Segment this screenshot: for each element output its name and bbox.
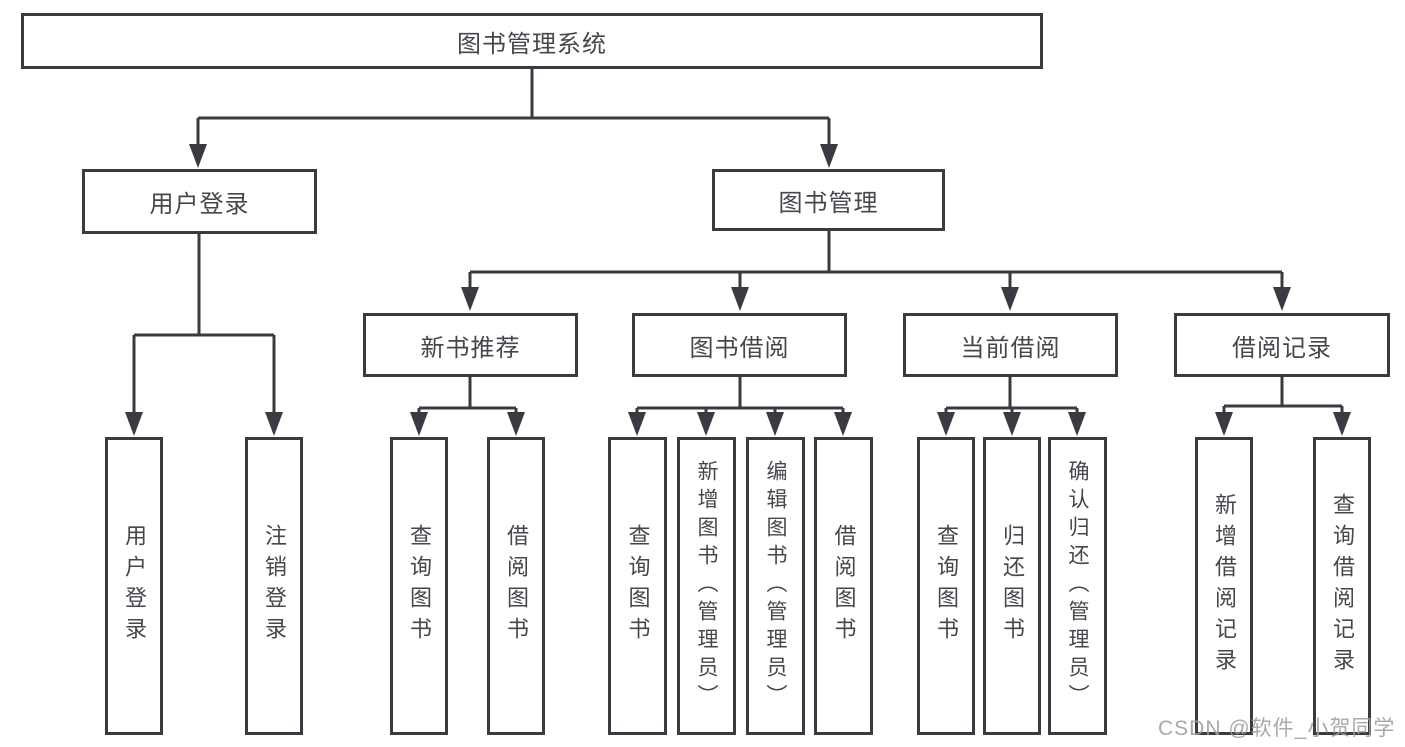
edge-book-management-to-level3 bbox=[461, 231, 1291, 311]
node-label: 编辑图书（管理员） bbox=[764, 460, 787, 712]
leaf-query-books-recommend: 查询图书 bbox=[390, 437, 448, 735]
arrowhead-icon bbox=[731, 287, 749, 311]
arrowhead-icon bbox=[1003, 412, 1021, 436]
arrowhead-icon bbox=[461, 287, 479, 311]
leaf-add-books-admin: 新增图书（管理员） bbox=[677, 437, 736, 735]
node-book-management: 图书管理 bbox=[712, 169, 945, 231]
node-label: 查询图书 bbox=[407, 524, 432, 648]
arrowhead-icon bbox=[937, 412, 955, 436]
arrowhead-icon bbox=[834, 412, 852, 436]
leaf-query-books-current: 查询图书 bbox=[917, 437, 975, 735]
edge-user-login-to-leaves bbox=[125, 234, 283, 436]
leaf-logout: 注销登录 bbox=[245, 437, 303, 735]
edge-book-borrow-to-leaves bbox=[628, 377, 852, 436]
arrowhead-icon bbox=[820, 144, 838, 168]
node-library-management-system: 图书管理系统 bbox=[21, 13, 1043, 69]
arrowhead-icon bbox=[507, 412, 525, 436]
edge-current-borrow-to-leaves bbox=[937, 377, 1086, 436]
node-label: 当前借阅 bbox=[960, 334, 1061, 362]
edge-borrow-records-to-leaves bbox=[1215, 377, 1351, 436]
arrowhead-icon bbox=[189, 144, 207, 168]
arrowhead-icon bbox=[1001, 287, 1019, 311]
node-current-borrowing: 当前借阅 bbox=[903, 313, 1118, 377]
csdn-watermark: CSDN @软件_小贺同学 bbox=[1158, 717, 1396, 740]
node-label: 新书推荐 bbox=[420, 334, 521, 362]
node-label: 归还图书 bbox=[1000, 524, 1025, 648]
arrowhead-icon bbox=[265, 412, 283, 436]
node-label: 图书管理 bbox=[778, 189, 879, 217]
leaf-borrow-books-recommend: 借阅图书 bbox=[487, 437, 545, 735]
leaf-confirm-return-admin: 确认归还（管理员） bbox=[1048, 437, 1107, 735]
node-label: 确认归还（管理员） bbox=[1066, 460, 1089, 712]
leaf-add-borrow-record: 新增借阅记录 bbox=[1195, 437, 1253, 735]
node-borrowing-records: 借阅记录 bbox=[1174, 313, 1390, 377]
node-label: 借阅记录 bbox=[1232, 334, 1332, 362]
arrowhead-icon bbox=[697, 412, 715, 436]
leaf-query-borrow-record: 查询借阅记录 bbox=[1313, 437, 1371, 735]
arrowhead-icon bbox=[1068, 412, 1086, 436]
edge-new-book-to-leaves bbox=[410, 377, 525, 436]
node-label: 用户登录 bbox=[122, 524, 147, 648]
node-label: 查询借阅记录 bbox=[1330, 493, 1355, 679]
edge-root-to-level2 bbox=[189, 69, 838, 168]
node-label: 新增借阅记录 bbox=[1212, 493, 1237, 679]
node-label: 图书管理系统 bbox=[457, 30, 607, 58]
leaf-query-books-borrow: 查询图书 bbox=[608, 437, 667, 735]
node-user-login: 用户登录 bbox=[82, 169, 317, 234]
node-label: 新增图书（管理员） bbox=[695, 460, 718, 712]
node-new-book-recommendation: 新书推荐 bbox=[363, 313, 578, 377]
leaf-return-books: 归还图书 bbox=[983, 437, 1041, 735]
node-label: 查询图书 bbox=[934, 524, 959, 648]
arrowhead-icon bbox=[125, 412, 143, 436]
node-label: 图书借阅 bbox=[689, 334, 790, 362]
node-book-borrowing: 图书借阅 bbox=[632, 313, 847, 377]
leaf-edit-books-admin: 编辑图书（管理员） bbox=[746, 437, 805, 735]
node-label: 借阅图书 bbox=[504, 524, 529, 648]
leaf-borrow-books: 借阅图书 bbox=[814, 437, 873, 735]
arrowhead-icon bbox=[628, 412, 646, 436]
arrowhead-icon bbox=[766, 412, 784, 436]
node-label: 查询图书 bbox=[625, 524, 651, 648]
leaf-user-login: 用户登录 bbox=[105, 437, 163, 735]
arrowhead-icon bbox=[1215, 412, 1233, 436]
node-label: 注销登录 bbox=[262, 524, 287, 648]
arrowhead-icon bbox=[1273, 287, 1291, 311]
node-label: 用户登录 bbox=[149, 191, 250, 218]
arrowhead-icon bbox=[410, 412, 428, 436]
node-label: 借阅图书 bbox=[831, 524, 857, 648]
arrowhead-icon bbox=[1333, 412, 1351, 436]
